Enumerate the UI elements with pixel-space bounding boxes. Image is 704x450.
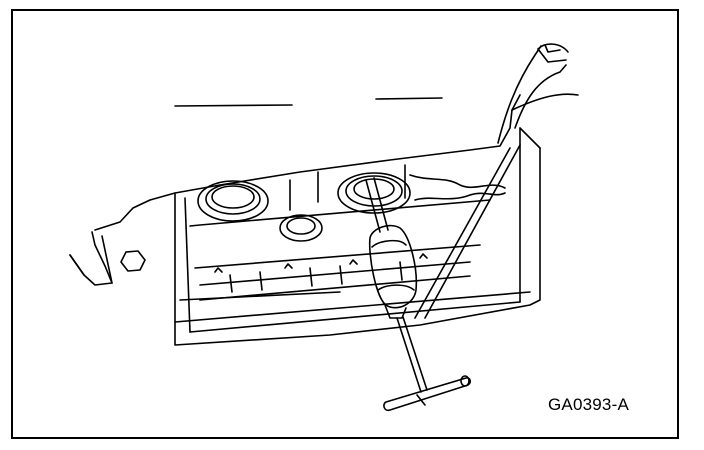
figure-frame xyxy=(11,9,679,439)
figure-reference-code: GA0393-A xyxy=(548,395,629,414)
lifter-bore-left xyxy=(197,180,269,222)
cylinder-head-housing xyxy=(174,127,541,346)
engine-upper-outline xyxy=(94,93,579,231)
gasket-edge xyxy=(409,174,506,201)
lifter-bore-center xyxy=(279,214,323,242)
hex-nut xyxy=(120,250,146,272)
block-ribbing xyxy=(214,253,428,293)
slide-hammer-tool xyxy=(365,177,471,412)
dipstick-tube xyxy=(497,43,569,144)
left-bracket xyxy=(69,231,113,286)
